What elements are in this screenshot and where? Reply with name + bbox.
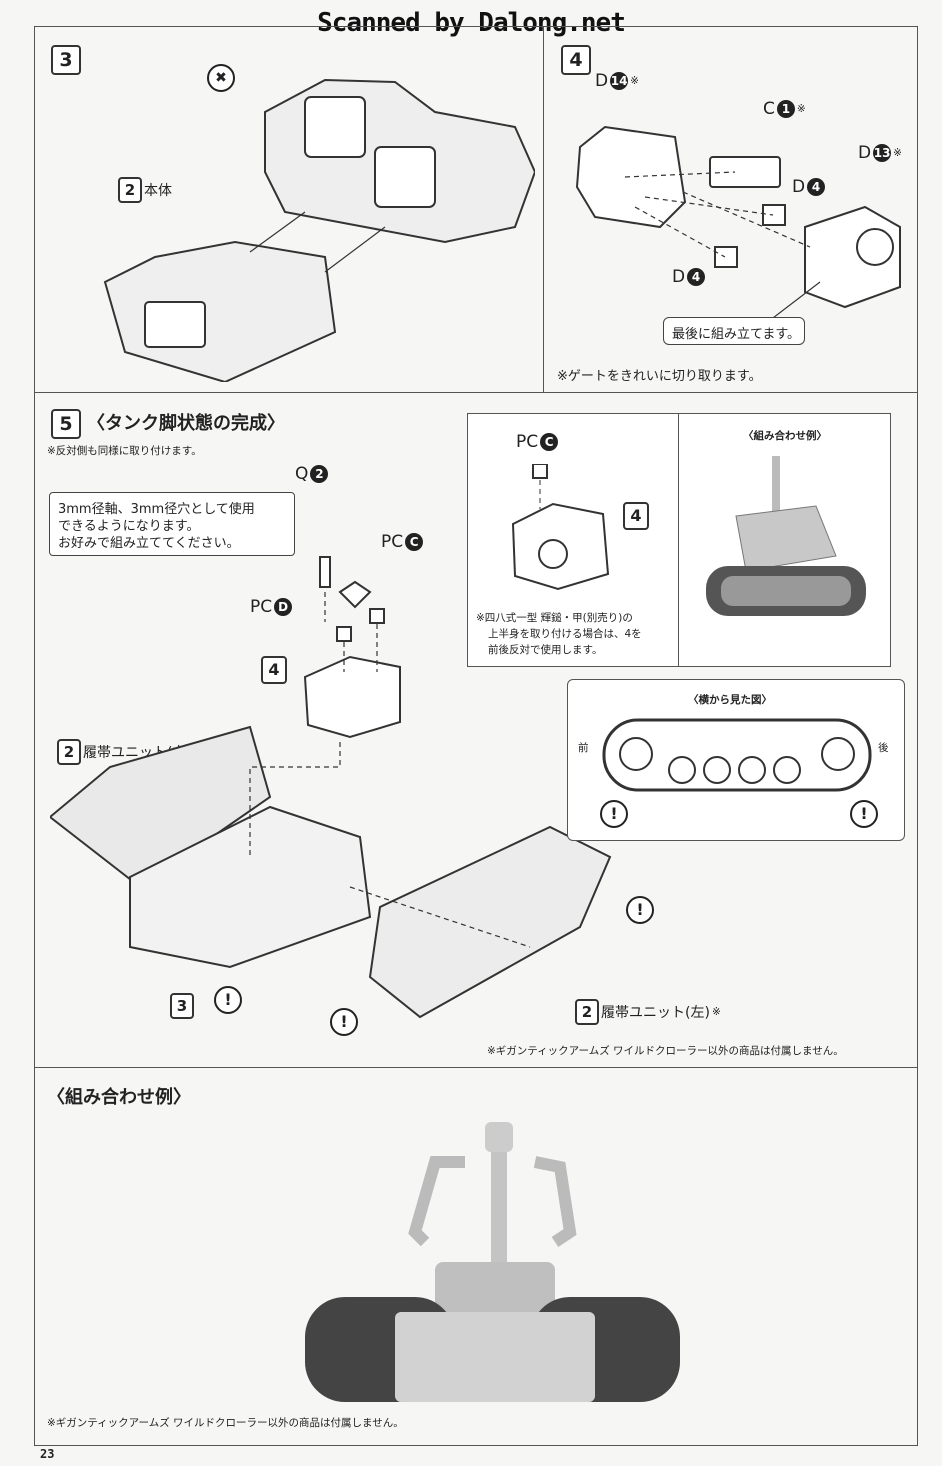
caution-icon: ! bbox=[330, 1008, 358, 1036]
rear-label: 後 bbox=[878, 742, 889, 754]
caution-icon: ! bbox=[214, 986, 242, 1014]
divider bbox=[35, 392, 917, 393]
gate-note: ※ゲートをきれいに切り取ります。 bbox=[557, 369, 762, 384]
usage-callout: 3mm径軸、3mm径穴として使用 できるようになります。 お好みで組み立ててくだ… bbox=[49, 492, 295, 556]
step-4-number: 4 bbox=[561, 45, 591, 75]
step-3-illustration bbox=[103, 78, 535, 382]
divider bbox=[35, 1067, 917, 1068]
front-label: 前 bbox=[578, 742, 589, 754]
side-view-heading: 〈横から見た図〉 bbox=[688, 694, 772, 706]
caution-icon: ! bbox=[600, 800, 628, 828]
caution-icon: ! bbox=[626, 896, 654, 924]
watermark-text: Scanned by Dalong.net bbox=[317, 8, 626, 38]
side-view-panel: 〈横から見た図〉 前 後 ! ! bbox=[567, 679, 905, 841]
step-4-ref: 4 bbox=[261, 656, 287, 684]
bottom-footnote: ※ギガンティックアームズ ワイルドクローラー以外の商品は付属しません。 bbox=[47, 1417, 404, 1429]
step-4-illustration bbox=[575, 125, 901, 327]
combination-example-title: 〈組み合わせ例〉 bbox=[47, 1087, 191, 1108]
do-not-use-icon: ✖ bbox=[207, 64, 235, 92]
main-body-ref: 2 bbox=[118, 177, 142, 203]
combination-example-photo bbox=[305, 1122, 680, 1402]
step-5-title: 〈タンク脚状態の完成〉 bbox=[87, 413, 285, 434]
step-4-ref: 4 bbox=[623, 502, 649, 530]
page-number: 23 bbox=[40, 1447, 55, 1461]
alt-note-line: 前後反対で使用します。 bbox=[488, 644, 603, 656]
step-5-number: 5 bbox=[51, 409, 81, 439]
main-body-label: 2 本体 bbox=[118, 177, 172, 203]
step-5-note: ※反対側も同様に取り付けます。 bbox=[47, 445, 202, 457]
track-unit-left-label: 2 履帯ユニット(左) ※ bbox=[575, 999, 721, 1025]
tank-photo bbox=[706, 456, 866, 616]
divider bbox=[543, 27, 544, 392]
step-3-number: 3 bbox=[51, 45, 81, 75]
alt-note-line: ※四八式一型 輝鎚・甲(別売り)の bbox=[476, 612, 633, 624]
caution-icon: ! bbox=[850, 800, 878, 828]
alt-note-line: 上半身を取り付ける場合は、4を bbox=[488, 628, 642, 640]
combination-example-heading: 〈組み合わせ例〉 bbox=[743, 430, 827, 442]
step-3-ref: 3 bbox=[170, 993, 194, 1019]
assemble-last-callout: 最後に組み立てます。 bbox=[663, 317, 805, 345]
sold-separately-note: ※ギガンティックアームズ ワイルドクローラー以外の商品は付属しません。 bbox=[487, 1045, 844, 1057]
step-5-illustration bbox=[50, 556, 612, 1019]
